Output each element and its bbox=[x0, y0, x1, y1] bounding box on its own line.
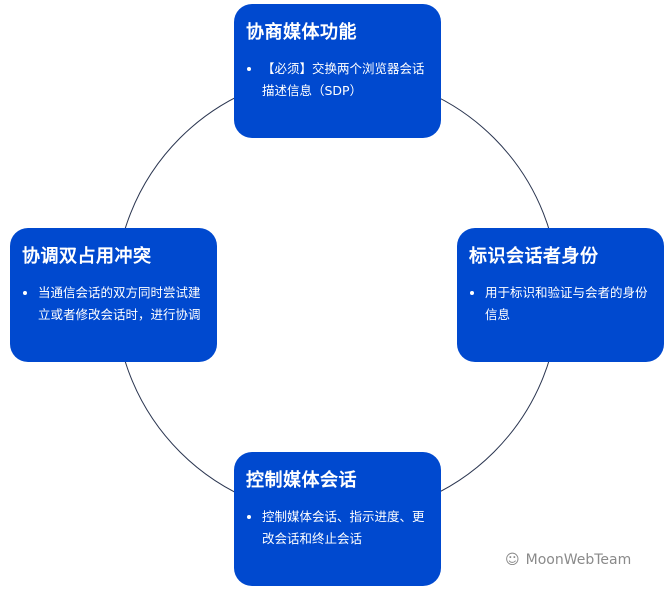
node-control-session: 控制媒体会话 控制媒体会话、指示进度、更改会话和终止会话 bbox=[234, 452, 441, 586]
watermark-text: MoonWebTeam bbox=[525, 552, 632, 568]
node-title: 控制媒体会话 bbox=[246, 470, 357, 491]
node-title: 协商媒体功能 bbox=[246, 22, 357, 43]
node-bullet: 当通信会话的双方同时尝试建立或者修改会话时，进行协调 bbox=[38, 282, 205, 326]
wechat-icon: ☺ bbox=[505, 552, 520, 568]
node-negotiate-media: 协商媒体功能 【必须】交换两个浏览器会话描述信息（SDP） bbox=[234, 4, 441, 138]
node-resolve-glare: 协调双占用冲突 当通信会话的双方同时尝试建立或者修改会话时，进行协调 bbox=[10, 228, 217, 362]
node-bullet: 控制媒体会话、指示进度、更改会话和终止会话 bbox=[262, 506, 429, 550]
node-bullet: 【必须】交换两个浏览器会话描述信息（SDP） bbox=[262, 58, 429, 102]
node-bullet: 用于标识和验证与会者的身份信息 bbox=[485, 282, 652, 326]
watermark: ☺ MoonWebTeam bbox=[505, 552, 631, 568]
node-identify-participants: 标识会话者身份 用于标识和验证与会者的身份信息 bbox=[457, 228, 664, 362]
node-title: 标识会话者身份 bbox=[469, 246, 599, 267]
node-title: 协调双占用冲突 bbox=[22, 246, 152, 267]
